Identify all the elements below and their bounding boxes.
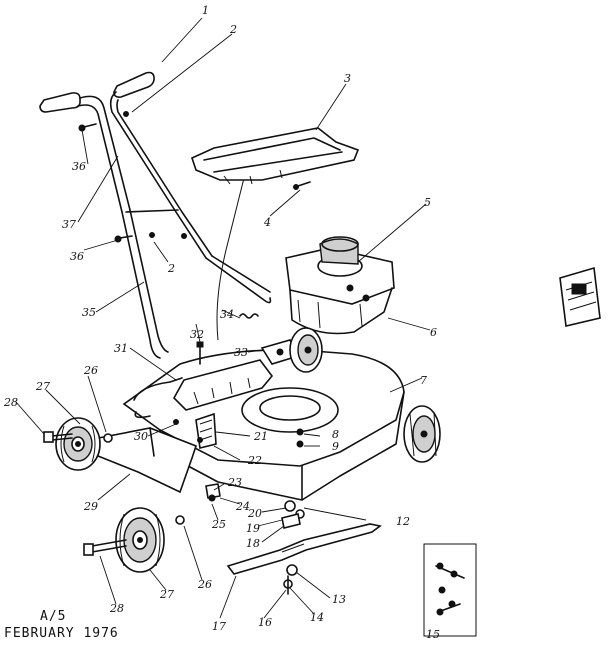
nut-upper (103, 433, 113, 443)
blade-adapter-hardware (173, 419, 305, 595)
callout-25: 25 (211, 518, 226, 531)
callout-2-top: 2 (229, 23, 237, 36)
leader-lines (15, 17, 431, 619)
callout-37: 37 (62, 218, 76, 231)
handle-assembly (39, 71, 272, 359)
callout-18: 18 (246, 537, 260, 550)
wheel-rear-left (115, 507, 165, 573)
callout-31: 31 (114, 342, 128, 355)
wheel-bolt-upper (43, 431, 73, 443)
mower-deck (86, 339, 405, 501)
callout-19: 19 (246, 522, 260, 535)
wheel-front-left (55, 417, 101, 471)
hardware-inset (423, 543, 477, 637)
callout-6: 6 (430, 326, 437, 339)
callout-35: 35 (82, 306, 96, 319)
callout-23: 23 (227, 476, 242, 489)
callout-17: 17 (212, 620, 226, 633)
callout-26-lower: 26 (197, 578, 212, 591)
blade (226, 523, 382, 575)
engine (285, 236, 395, 335)
spring-34 (239, 313, 259, 319)
callout-14: 14 (310, 611, 324, 624)
wheel-bolt-lower (83, 539, 127, 556)
wheel-rear-right (289, 327, 323, 373)
callout-32: 32 (190, 328, 204, 341)
callout-24: 24 (235, 500, 250, 513)
callout-30: 30 (134, 430, 148, 443)
callout-28-lower: 28 (109, 602, 124, 615)
callout-3: 3 (344, 72, 351, 85)
callout-15: 15 (426, 628, 440, 641)
diagram-date: FEBRUARY 1976 (4, 626, 119, 641)
callout-8: 8 (332, 428, 339, 441)
callout-22-deck: 22 (247, 454, 262, 467)
callout-29: 29 (83, 500, 98, 513)
callout-labels: 1 2 3 4 5 6 7 8 9 12 13 14 16 17 18 19 2… (3, 4, 440, 641)
wheel-front-right (403, 405, 441, 463)
diagram-code: A/5 (40, 609, 67, 624)
nut-lower (175, 515, 185, 525)
callout-20: 20 (247, 507, 262, 520)
callout-16: 16 (258, 616, 272, 629)
callout-1: 1 (202, 4, 209, 17)
callout-34: 34 (220, 308, 234, 321)
callout-4: 4 (263, 216, 271, 229)
manual-inset (559, 266, 601, 327)
callout-2-mid: 2 (167, 262, 175, 275)
callout-12: 12 (396, 515, 410, 528)
callout-28-upper: 28 (3, 396, 18, 409)
callout-13: 13 (332, 593, 346, 606)
callout-26-upper: 26 (83, 364, 98, 377)
callout-36-upper: 36 (72, 160, 86, 173)
callout-27-upper: 27 (35, 380, 50, 393)
callout-9: 9 (332, 440, 339, 453)
callout-21: 21 (253, 430, 268, 443)
callout-36-lower: 36 (70, 250, 84, 263)
callout-7: 7 (420, 374, 427, 387)
callout-5: 5 (424, 196, 431, 209)
rear-shield (191, 127, 360, 190)
callout-27-lower: 27 (159, 588, 174, 601)
callout-33: 33 (234, 346, 248, 359)
